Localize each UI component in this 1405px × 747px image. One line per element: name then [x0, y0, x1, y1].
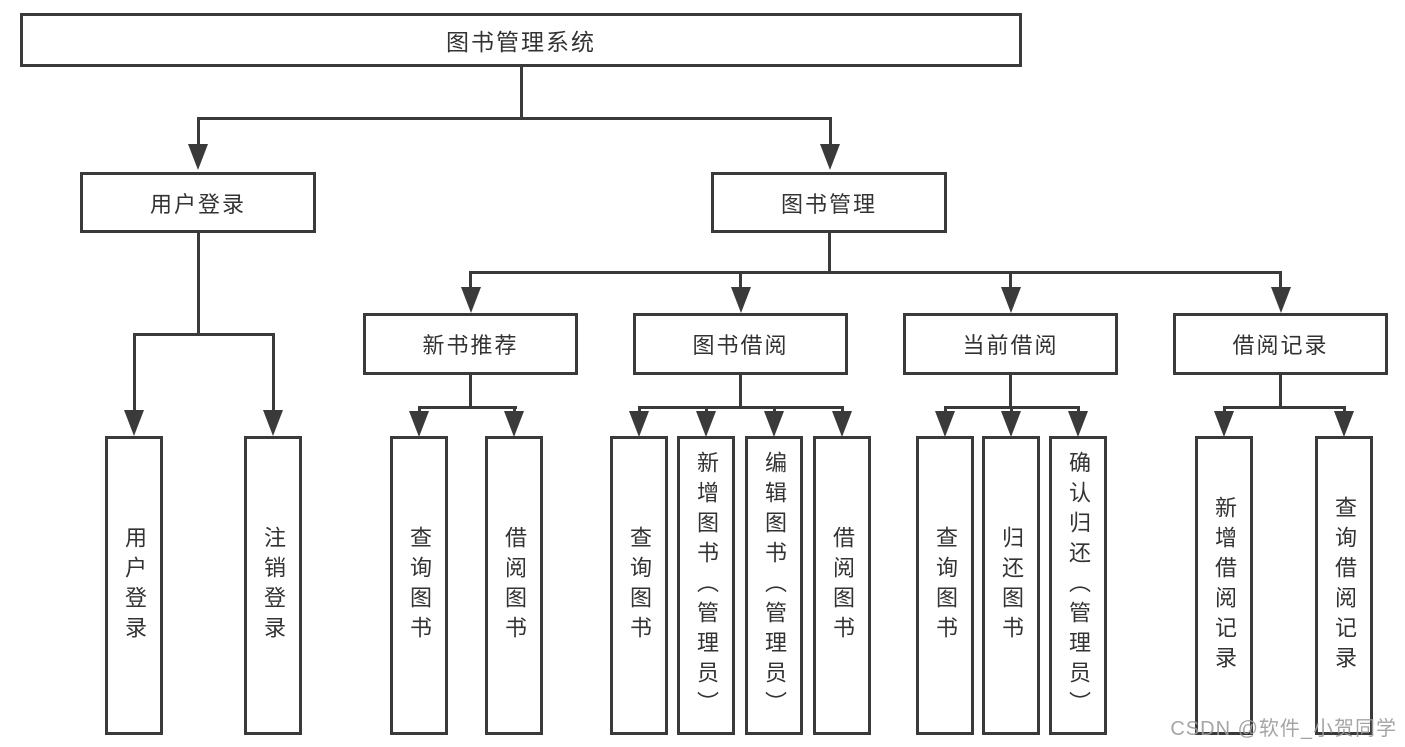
arrow-down-icon [739, 272, 742, 287]
node-leaf-borrow-books: 借阅图书 [813, 436, 871, 735]
watermark-text: CSDN @软件_小贺同学 [1170, 718, 1397, 740]
node-user-login: 用户登录 [80, 172, 316, 233]
node-leaf-borrow-books-recommend-label: 借阅图书 [502, 525, 527, 646]
arrow-down-icon [196, 118, 200, 144]
node-current-borrow: 当前借阅 [903, 313, 1118, 375]
arrow-down-icon [1009, 407, 1013, 411]
node-leaf-query-borrow-record: 查询借阅记录 [1315, 436, 1373, 735]
node-book-management-label: 图书管理 [780, 191, 877, 217]
connector-newbooks-stem [469, 375, 472, 409]
connector-current-stem [1009, 375, 1012, 409]
arrow-down-icon [637, 407, 641, 411]
connector-mgmt-bar [469, 271, 1282, 274]
arrow-down-icon [704, 407, 708, 411]
node-library-system: 图书管理系统 [20, 13, 1022, 67]
node-leaf-query-books-borrow-label: 查询图书 [627, 525, 652, 646]
connector-records-stem [1279, 375, 1282, 409]
node-leaf-add-borrow-record-label: 新增借阅记录 [1212, 495, 1237, 676]
connector-newbooks-bar [417, 406, 517, 409]
node-new-book-recommend: 新书推荐 [363, 313, 578, 375]
node-leaf-return-book-label: 归还图书 [999, 525, 1024, 646]
arrow-down-icon [132, 334, 136, 410]
arrow-down-icon [417, 407, 421, 411]
connector-borrow-stem [739, 375, 742, 409]
connector-root-bar [196, 117, 832, 120]
node-borrow-records: 借阅记录 [1173, 313, 1388, 375]
arrow-down-icon [1279, 272, 1282, 287]
node-leaf-edit-book-admin: 编辑图书（管理员） [745, 436, 803, 735]
node-leaf-query-books-recommend: 查询图书 [390, 436, 448, 735]
node-book-management: 图书管理 [711, 172, 947, 233]
node-leaf-user-login: 用户登录 [105, 436, 163, 735]
node-leaf-return-book: 归还图书 [982, 436, 1040, 735]
node-borrow-records-label: 借阅记录 [1232, 333, 1329, 358]
arrow-down-icon [1009, 272, 1012, 287]
node-leaf-query-books-current-label: 查询图书 [933, 525, 958, 646]
node-leaf-borrow-books-recommend: 借阅图书 [485, 436, 543, 735]
connector-mgmt-stem [827, 233, 831, 274]
connector-borrow-bar [637, 406, 844, 409]
connector-records-bar [1222, 406, 1346, 409]
arrow-down-icon [512, 407, 516, 411]
node-leaf-logout-label: 注销登录 [261, 525, 286, 646]
node-leaf-confirm-return-admin-label: 确认归还（管理员） [1066, 450, 1091, 721]
node-leaf-add-borrow-record: 新增借阅记录 [1195, 436, 1253, 735]
arrow-down-icon [1342, 407, 1346, 411]
node-leaf-add-book-admin-label: 新增图书（管理员） [694, 450, 719, 721]
node-leaf-query-books-current: 查询图书 [916, 436, 974, 735]
arrow-down-icon [1222, 407, 1226, 411]
node-book-borrow: 图书借阅 [633, 313, 848, 375]
node-library-system-label: 图书管理系统 [446, 29, 596, 55]
arrow-down-icon [271, 334, 275, 410]
arrow-down-icon [828, 118, 832, 144]
connector-login-bar [132, 333, 275, 336]
arrow-down-icon [772, 407, 776, 411]
node-current-borrow-label: 当前借阅 [962, 333, 1059, 358]
node-user-login-label: 用户登录 [149, 191, 246, 217]
node-leaf-user-login-label: 用户登录 [122, 525, 147, 646]
arrow-down-icon [840, 407, 844, 411]
arrow-down-icon [943, 407, 947, 411]
arrow-down-icon [469, 272, 472, 287]
node-leaf-query-borrow-record-label: 查询借阅记录 [1332, 495, 1357, 676]
node-leaf-query-books-recommend-label: 查询图书 [407, 525, 432, 646]
node-leaf-edit-book-admin-label: 编辑图书（管理员） [762, 450, 787, 721]
node-leaf-logout: 注销登录 [244, 436, 302, 735]
arrow-down-icon [1076, 407, 1080, 411]
node-leaf-query-books-borrow: 查询图书 [610, 436, 668, 735]
connector-login-stem [196, 233, 200, 336]
node-leaf-borrow-books-label: 借阅图书 [830, 525, 855, 646]
node-new-book-recommend-label: 新书推荐 [422, 333, 519, 358]
node-book-borrow-label: 图书借阅 [692, 333, 789, 358]
node-leaf-confirm-return-admin: 确认归还（管理员） [1049, 436, 1107, 735]
connector-root-stem [519, 67, 523, 119]
node-leaf-add-book-admin: 新增图书（管理员） [677, 436, 735, 735]
